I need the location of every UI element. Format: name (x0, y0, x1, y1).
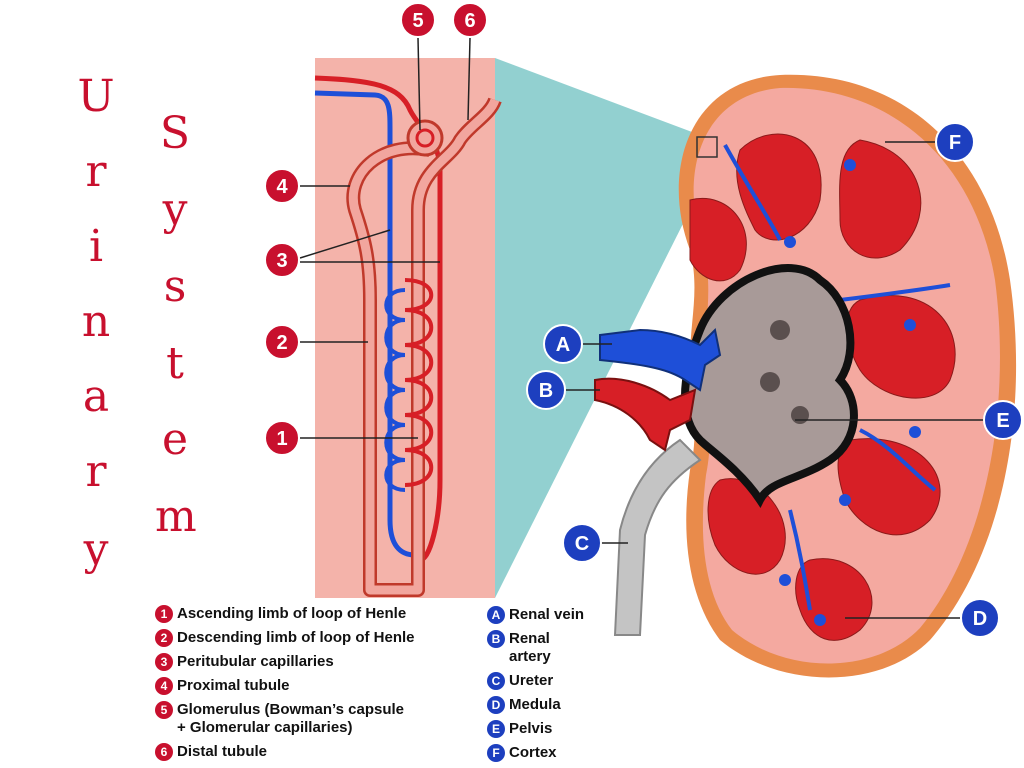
legend-number-badge: 1 (155, 605, 173, 623)
title-letter: y (162, 184, 188, 235)
title-letter: y (83, 524, 109, 575)
kidney-leader-lines (565, 141, 985, 619)
svg-text:B: B (539, 380, 553, 402)
renal-artery (594, 377, 697, 452)
callout-4: 4 (264, 168, 300, 204)
title-letter: r (85, 146, 107, 197)
legend-letter-badge: A (487, 606, 505, 624)
callout-B: B (526, 370, 566, 410)
legend-letter-badge: B (487, 630, 505, 648)
legend-label: Distal tubule (177, 743, 268, 760)
legend-letter-badge: D (487, 696, 505, 714)
kidney-medulla (689, 133, 956, 641)
nephron-diagram (299, 37, 502, 598)
svg-text:3: 3 (276, 250, 287, 272)
svg-text:6: 6 (464, 10, 475, 32)
title-letter: a (82, 371, 110, 422)
kidney-vessel-dots (779, 159, 921, 626)
title-letter: m (155, 491, 197, 542)
callout-D: D (960, 598, 1000, 638)
title-letter: s (163, 261, 187, 312)
svg-text:5: 5 (412, 10, 423, 32)
legend-number-badge: 5 (155, 701, 173, 719)
title-letter: r (85, 446, 107, 497)
legend-label: Glomerulus (Bowman’s capsule + Glomerula… (177, 701, 404, 736)
legend-letter-badge: C (487, 672, 505, 690)
svg-text:D: D (973, 608, 987, 630)
nephron-leader-lines (299, 37, 471, 439)
callout-badges: 5 6 4 3 2 1 F A B E C D (264, 2, 1023, 638)
venule (314, 90, 416, 558)
peritubular-capillaries (384, 278, 434, 492)
legend-letter-badge: E (487, 720, 505, 738)
legend-number-badge: 2 (155, 629, 173, 647)
svg-text:4: 4 (276, 176, 288, 198)
legend-label: Ascending limb of loop of Henle (177, 605, 407, 622)
title-letter: e (161, 414, 189, 465)
svg-text:1: 1 (276, 428, 287, 450)
title-letter: n (81, 296, 111, 347)
title-letter: U (77, 71, 115, 122)
svg-text:A: A (556, 334, 570, 356)
legend-letter-badge: F (487, 744, 505, 762)
callout-E: E (983, 400, 1023, 440)
renal-vein (599, 327, 722, 392)
legend-label: Cortex (509, 744, 557, 761)
kidney-cross-section (565, 74, 1017, 678)
legend-label: Pelvis (509, 720, 553, 737)
title-letter: S (159, 108, 191, 159)
callout-6: 6 (452, 2, 488, 38)
callout-1: 1 (264, 420, 300, 456)
svg-text:C: C (575, 533, 589, 555)
legend-label: Ureter (509, 672, 554, 689)
legend-label: Renal artery (509, 630, 551, 665)
callout-5: 5 (400, 2, 436, 38)
kidney-vessels (723, 144, 951, 611)
legend-number-badge: 3 (155, 653, 173, 671)
svg-text:F: F (949, 132, 961, 154)
callout-2: 2 (264, 324, 300, 360)
legend-number-badge: 6 (155, 743, 173, 761)
legend-number-badge: 4 (155, 677, 173, 695)
callout-F: F (935, 122, 975, 162)
legend-label: Descending limb of loop of Henle (177, 629, 415, 646)
svg-text:2: 2 (276, 332, 287, 354)
zoom-beam (495, 58, 715, 598)
ureter (613, 438, 702, 636)
legend-label: Renal vein (509, 606, 585, 623)
legend-label: Peritubular capillaries (177, 653, 334, 670)
svg-text:E: E (996, 410, 1009, 432)
glomerulus (406, 119, 444, 157)
zoom-marker (696, 136, 718, 158)
title-letter: t (166, 338, 184, 389)
callout-3: 3 (264, 242, 300, 278)
callout-C: C (562, 523, 602, 563)
legend-label: Proximal tubule (177, 677, 290, 694)
title-letter: i (88, 221, 104, 272)
callout-A: A (543, 324, 583, 364)
legend-label: Medula (509, 696, 561, 713)
